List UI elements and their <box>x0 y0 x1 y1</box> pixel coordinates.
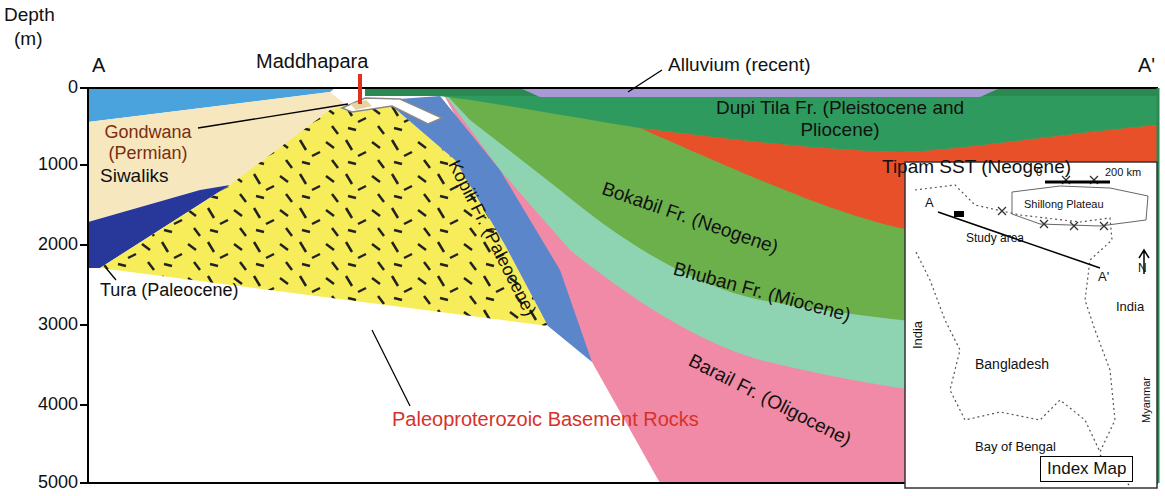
depth-tick: 4000 <box>38 394 78 415</box>
map-label: A <box>925 196 934 211</box>
section-end: A <box>92 54 105 77</box>
scale-label: 0 <box>1036 166 1042 179</box>
formation-name: Index Map <box>1047 459 1126 479</box>
map-label: Bay of Bengal <box>975 440 1056 455</box>
depth-tick: 0 <box>68 77 78 98</box>
map-label: A' <box>1098 270 1109 285</box>
shillong-outline <box>1012 186 1148 226</box>
depth-tick: 5000 <box>38 472 78 493</box>
section-line <box>938 212 1100 268</box>
formation-band: Dupi Tila Fr. (Pleistocene and Pliocene) <box>690 97 990 141</box>
map-label: Bangladesh <box>975 356 1049 372</box>
kopili-layer <box>385 96 592 362</box>
map-label: Myanmar <box>1140 377 1153 423</box>
formation-name: Tipam SST (Neogene) <box>882 156 1071 178</box>
depth-tick: 3000 <box>38 314 78 335</box>
map-label: India <box>1116 300 1144 315</box>
depth-tick: 1000 <box>38 154 78 175</box>
leader-lines <box>106 70 662 406</box>
x-marks <box>998 176 1108 230</box>
well-marker <box>358 74 362 104</box>
map-title-box: Index Map <box>1040 456 1133 482</box>
formation-name: Siwaliks <box>100 165 169 187</box>
dupi-tila-layer <box>430 88 1158 152</box>
axis-unit: (m) <box>14 28 42 50</box>
map-label: India <box>911 321 926 349</box>
map-label: Study area <box>966 232 1024 246</box>
map-label: Shillong Plateau <box>1024 198 1104 211</box>
layer-label: Paleoproterozoic Basement Rocks <box>392 408 699 431</box>
layer-label: Tura (Paleocene) <box>100 280 238 301</box>
depth-tick: 2000 <box>38 234 78 255</box>
formation-band: Siwaliks <box>100 165 169 187</box>
gondwana-cap <box>342 98 442 124</box>
north-label: N <box>1138 262 1147 276</box>
axis-title: Depth <box>4 4 55 26</box>
scale-label: 200 km <box>1105 166 1141 179</box>
formation-band: Tipam SST (Neogene) <box>882 156 1071 178</box>
scale-bar <box>1045 181 1110 184</box>
alluvium-layer <box>520 88 1000 97</box>
well-name: Maddhapara <box>256 50 368 73</box>
layer-label: Gondwana (Permian) <box>92 122 204 163</box>
formation-name: Dupi Tila Fr. (Pleistocene and Pliocene) <box>690 97 990 141</box>
section-end: A' <box>1138 54 1155 77</box>
layer-label: Alluvium (recent) <box>668 54 811 76</box>
index-map-frame <box>905 162 1157 488</box>
study-area-mark <box>954 211 964 217</box>
top-band <box>365 88 1158 96</box>
